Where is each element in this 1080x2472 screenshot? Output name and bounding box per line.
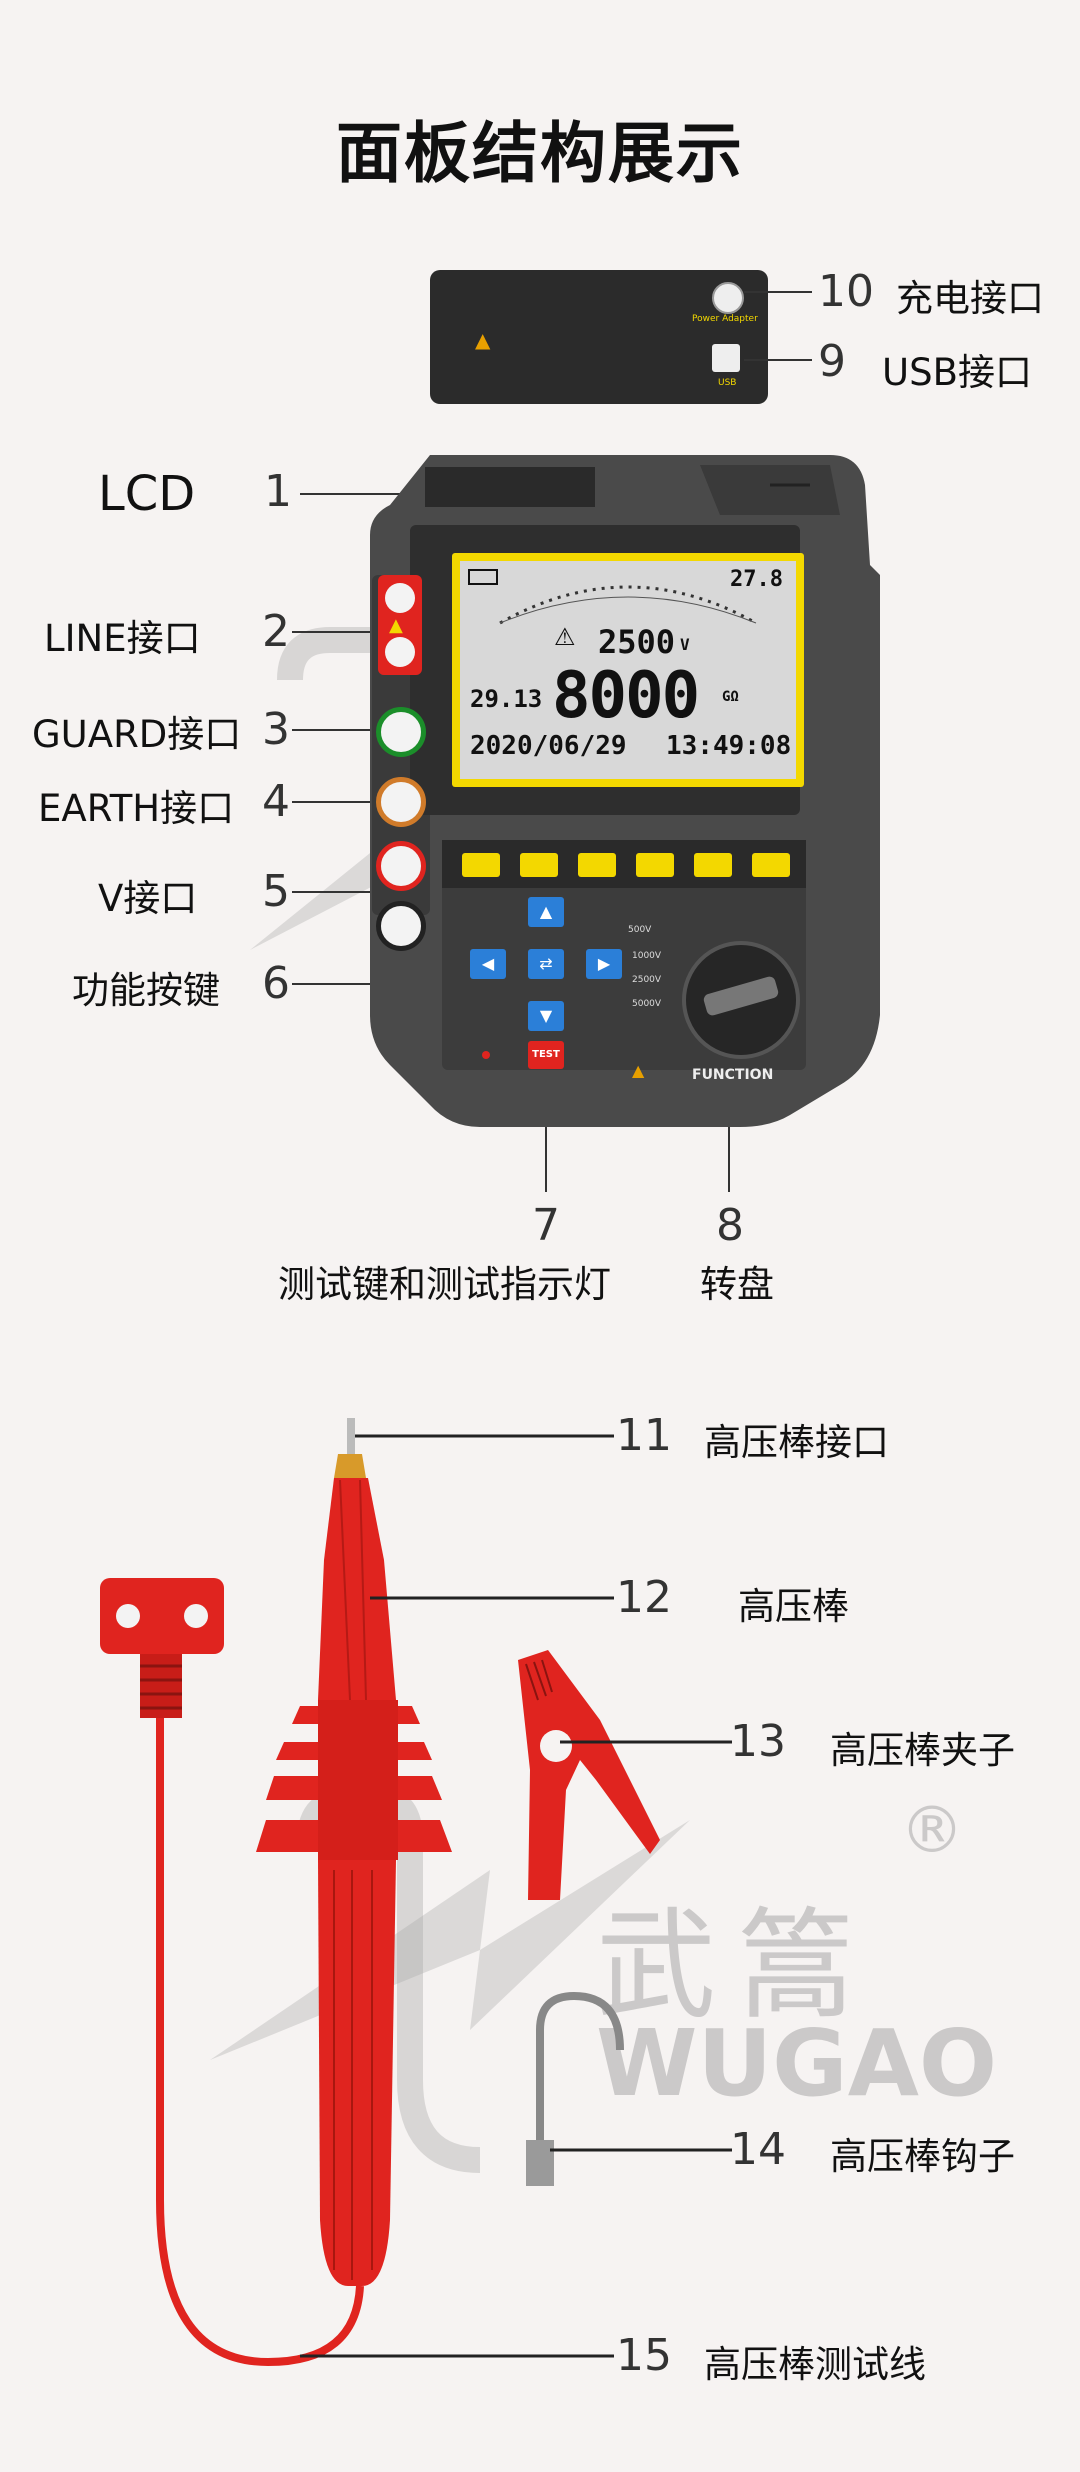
callout-12-label: 高压棒 — [738, 1585, 849, 1628]
arrow-down-button[interactable]: ▼ — [528, 1001, 564, 1031]
callout-11-label: 高压棒接口 — [704, 1421, 889, 1464]
callout-8-label: 转盘 — [700, 1263, 774, 1306]
callout-2-label: LINE接口 — [44, 617, 201, 660]
watermark-en: WUGAO — [596, 2010, 998, 2117]
dial-range-1: 500V — [628, 925, 652, 935]
callout-3-number: 3 — [262, 704, 290, 755]
callout-5-number: 5 — [262, 866, 290, 917]
arrow-left-button[interactable]: ◀ — [470, 949, 506, 979]
function-dial[interactable] — [682, 941, 800, 1059]
page-title: 面板结构展示 — [336, 115, 744, 192]
callout-14-label: 高压棒钩子 — [830, 2135, 1015, 2178]
lcd-main-unit: GΩ — [722, 689, 739, 705]
callout-13-number: 13 — [730, 1716, 786, 1767]
panel-warning-icon: ▲ — [632, 1061, 645, 1080]
warning-icon: ▲ — [475, 328, 491, 352]
arrow-up-button[interactable]: ▲ — [528, 897, 564, 927]
function-key-1[interactable] — [462, 853, 500, 877]
callout-4-number: 4 — [262, 776, 290, 827]
dial-range-4: 5000V — [632, 999, 662, 1009]
lcd-screen: 27.8 ⚠ 2500 V 29.13 8000 GΩ 2020/06/29 1… — [452, 553, 804, 787]
watermark-cn: 武篙 — [596, 1897, 876, 2036]
hv-clip — [518, 1650, 660, 1900]
callout-6-number: 6 — [262, 958, 290, 1009]
lcd-scale-arc — [499, 585, 757, 625]
callout-3-label: GUARD接口 — [32, 713, 242, 756]
callout-10-number: 10 — [818, 266, 874, 317]
dial-range-2: 1000V — [632, 951, 662, 961]
callout-7-number: 7 — [532, 1200, 560, 1251]
lcd-small-left-value: 29.13 — [470, 685, 543, 713]
callout-14-number: 14 — [730, 2124, 786, 2175]
v-terminal-red[interactable] — [376, 841, 426, 891]
lcd-time: 13:49:08 — [666, 731, 792, 761]
lcd-battery-icon — [468, 569, 498, 585]
hv-hook — [526, 1991, 624, 2186]
function-key-3[interactable] — [578, 853, 616, 877]
lcd-voltage-unit: V — [680, 635, 690, 654]
usb-port-label: USB — [718, 378, 737, 388]
enter-button[interactable]: ⇄ — [528, 949, 564, 979]
callout-6-label: 功能按键 — [72, 969, 220, 1012]
function-key-6[interactable] — [752, 853, 790, 877]
callout-10-label: 充电接口 — [896, 277, 1044, 320]
callout-15-label: 高压棒测试线 — [704, 2343, 926, 2386]
line-terminal[interactable]: ▲ — [378, 575, 422, 675]
line-warning-icon: ▲ — [389, 615, 403, 636]
callout-11-number: 11 — [616, 1410, 672, 1461]
guard-terminal[interactable] — [376, 707, 426, 757]
usb-port[interactable] — [712, 344, 740, 372]
lcd-warning-icon: ⚠ — [554, 623, 576, 651]
callout-7-label: 测试键和测试指示灯 — [278, 1263, 611, 1306]
v-terminal-black[interactable] — [376, 901, 426, 951]
insulation-tester-device: 27.8 ⚠ 2500 V 29.13 8000 GΩ 2020/06/29 1… — [370, 455, 880, 1130]
lcd-voltage-value: 2500 — [598, 623, 676, 661]
test-button[interactable]: TEST — [528, 1041, 564, 1069]
lcd-date: 2020/06/29 — [470, 731, 627, 761]
charging-port-label: Power Adapter — [692, 314, 758, 324]
callout-1-label: LCD — [98, 466, 196, 522]
callout-13-label: 高压棒夹子 — [830, 1729, 1015, 1772]
callout-1-number: 1 — [264, 466, 292, 517]
lcd-top-right-value: 27.8 — [730, 567, 783, 592]
callout-12-number: 12 — [616, 1572, 672, 1623]
hv-plug — [100, 1578, 224, 1718]
function-key-5[interactable] — [694, 853, 732, 877]
callout-5-label: V接口 — [98, 877, 198, 920]
callout-9-number: 9 — [818, 336, 846, 387]
callout-2-number: 2 — [262, 606, 290, 657]
callout-9-label: USB接口 — [882, 351, 1032, 394]
function-key-4[interactable] — [636, 853, 674, 877]
dial-pointer — [702, 975, 780, 1017]
watermark-reg-bottom: ® — [900, 1794, 964, 1868]
function-key-row — [462, 851, 792, 881]
test-indicator-light — [482, 1051, 490, 1059]
callout-15-number: 15 — [616, 2330, 672, 2381]
function-key-2[interactable] — [520, 853, 558, 877]
accessories-drawing — [100, 1418, 732, 2367]
callout-8-number: 8 — [716, 1200, 744, 1251]
earth-terminal[interactable] — [376, 777, 426, 827]
callout-4-label: EARTH接口 — [38, 787, 235, 830]
charging-usb-panel: ▲ Power Adapter USB — [430, 270, 768, 404]
dial-label: FUNCTION — [692, 1067, 774, 1083]
charging-port[interactable] — [712, 282, 744, 314]
arrow-right-button[interactable]: ▶ — [586, 949, 622, 979]
lcd-main-value: 8000 — [552, 659, 700, 733]
hv-rod — [256, 1418, 452, 2286]
dial-range-3: 2500V — [632, 975, 662, 985]
